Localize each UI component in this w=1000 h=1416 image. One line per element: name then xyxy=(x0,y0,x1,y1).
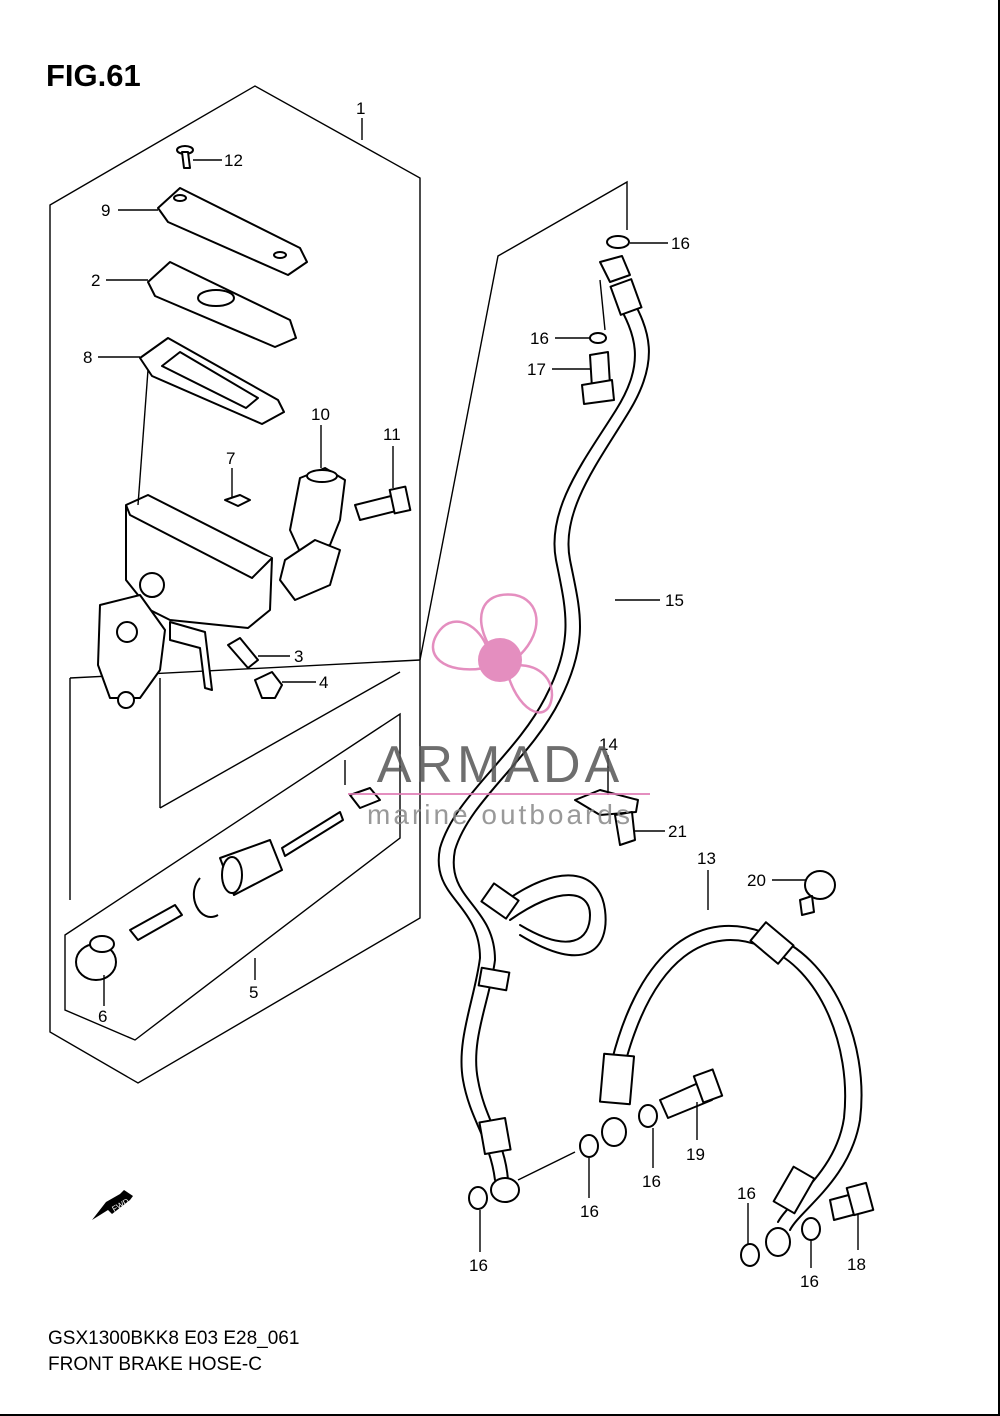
propeller-hub-icon xyxy=(478,638,522,682)
watermark-tagline: marine outboards xyxy=(367,799,633,830)
bleeder-cap xyxy=(254,671,283,699)
callout-16-upper: 16 xyxy=(530,329,549,348)
callout-10: 10 xyxy=(311,405,330,424)
callout-15: 15 xyxy=(665,591,684,610)
callout-21: 21 xyxy=(668,822,687,841)
callout-2: 2 xyxy=(91,271,100,290)
diaphragm-plate xyxy=(147,261,297,348)
callout-8: 8 xyxy=(83,348,92,367)
master-cylinder-body xyxy=(97,494,273,709)
callout-14: 14 xyxy=(599,735,618,754)
hose-union xyxy=(279,467,346,601)
figure-number: FIG.61 xyxy=(46,58,141,93)
watermark-brand: ARMADA xyxy=(377,736,623,794)
bleeder-screw xyxy=(227,637,259,669)
screw xyxy=(176,145,194,169)
brake-hose-upper xyxy=(437,255,650,1203)
callout-12: 12 xyxy=(224,151,243,170)
callout-6: 6 xyxy=(98,1007,107,1026)
callout-9: 9 xyxy=(101,201,110,220)
callout-16-center: 16 xyxy=(580,1202,599,1221)
banjo-bolt-18 xyxy=(829,1181,875,1221)
callout-16-left: 16 xyxy=(469,1256,488,1275)
callout-16-mid: 16 xyxy=(642,1172,661,1191)
callout-16-right: 16 xyxy=(737,1184,756,1203)
washers-lower xyxy=(468,1104,821,1267)
watermark: ARMADA marine outboards xyxy=(348,593,650,830)
hose-clip xyxy=(799,870,836,916)
washers-upper xyxy=(581,235,630,405)
callout-18: 18 xyxy=(847,1255,866,1274)
hose-frame xyxy=(419,180,628,661)
hose-clamp xyxy=(574,789,639,846)
diagram-title: FRONT BRAKE HOSE-C xyxy=(48,1354,262,1375)
callout-20: 20 xyxy=(747,871,766,890)
callout-13: 13 xyxy=(697,849,716,868)
callout-11: 11 xyxy=(383,425,401,444)
banjo-bolt-19 xyxy=(659,1068,724,1119)
callout-1: 1 xyxy=(356,99,365,118)
callout-17: 17 xyxy=(527,360,546,379)
callout-3: 3 xyxy=(294,647,303,666)
bottom-border xyxy=(0,1414,1000,1416)
brake-hose-lower xyxy=(598,921,863,1257)
callout-5: 5 xyxy=(249,983,258,1002)
forward-arrow-icon: FWD xyxy=(92,1190,133,1220)
piston-kit xyxy=(75,787,381,981)
diaphragm xyxy=(139,337,285,425)
propeller-logo-icon xyxy=(431,593,554,714)
reservoir-cover xyxy=(157,187,308,276)
model-code: GSX1300BKK8 E03 E28_061 xyxy=(48,1328,300,1349)
callout-labels: 1 12 9 2 8 10 11 7 3 4 5 6 16 16 17 15 1… xyxy=(83,99,866,1291)
callout-16-top: 16 xyxy=(671,234,690,253)
callout-4: 4 xyxy=(319,673,328,692)
mounting-bolt xyxy=(354,485,412,521)
callout-7: 7 xyxy=(226,449,235,468)
piston-kit-frame xyxy=(64,712,401,1041)
callout-19: 19 xyxy=(686,1145,705,1164)
callout-16-bottom: 16 xyxy=(800,1272,819,1291)
right-border xyxy=(998,0,1000,1416)
leader-lines xyxy=(98,118,859,1268)
clip xyxy=(224,494,251,507)
